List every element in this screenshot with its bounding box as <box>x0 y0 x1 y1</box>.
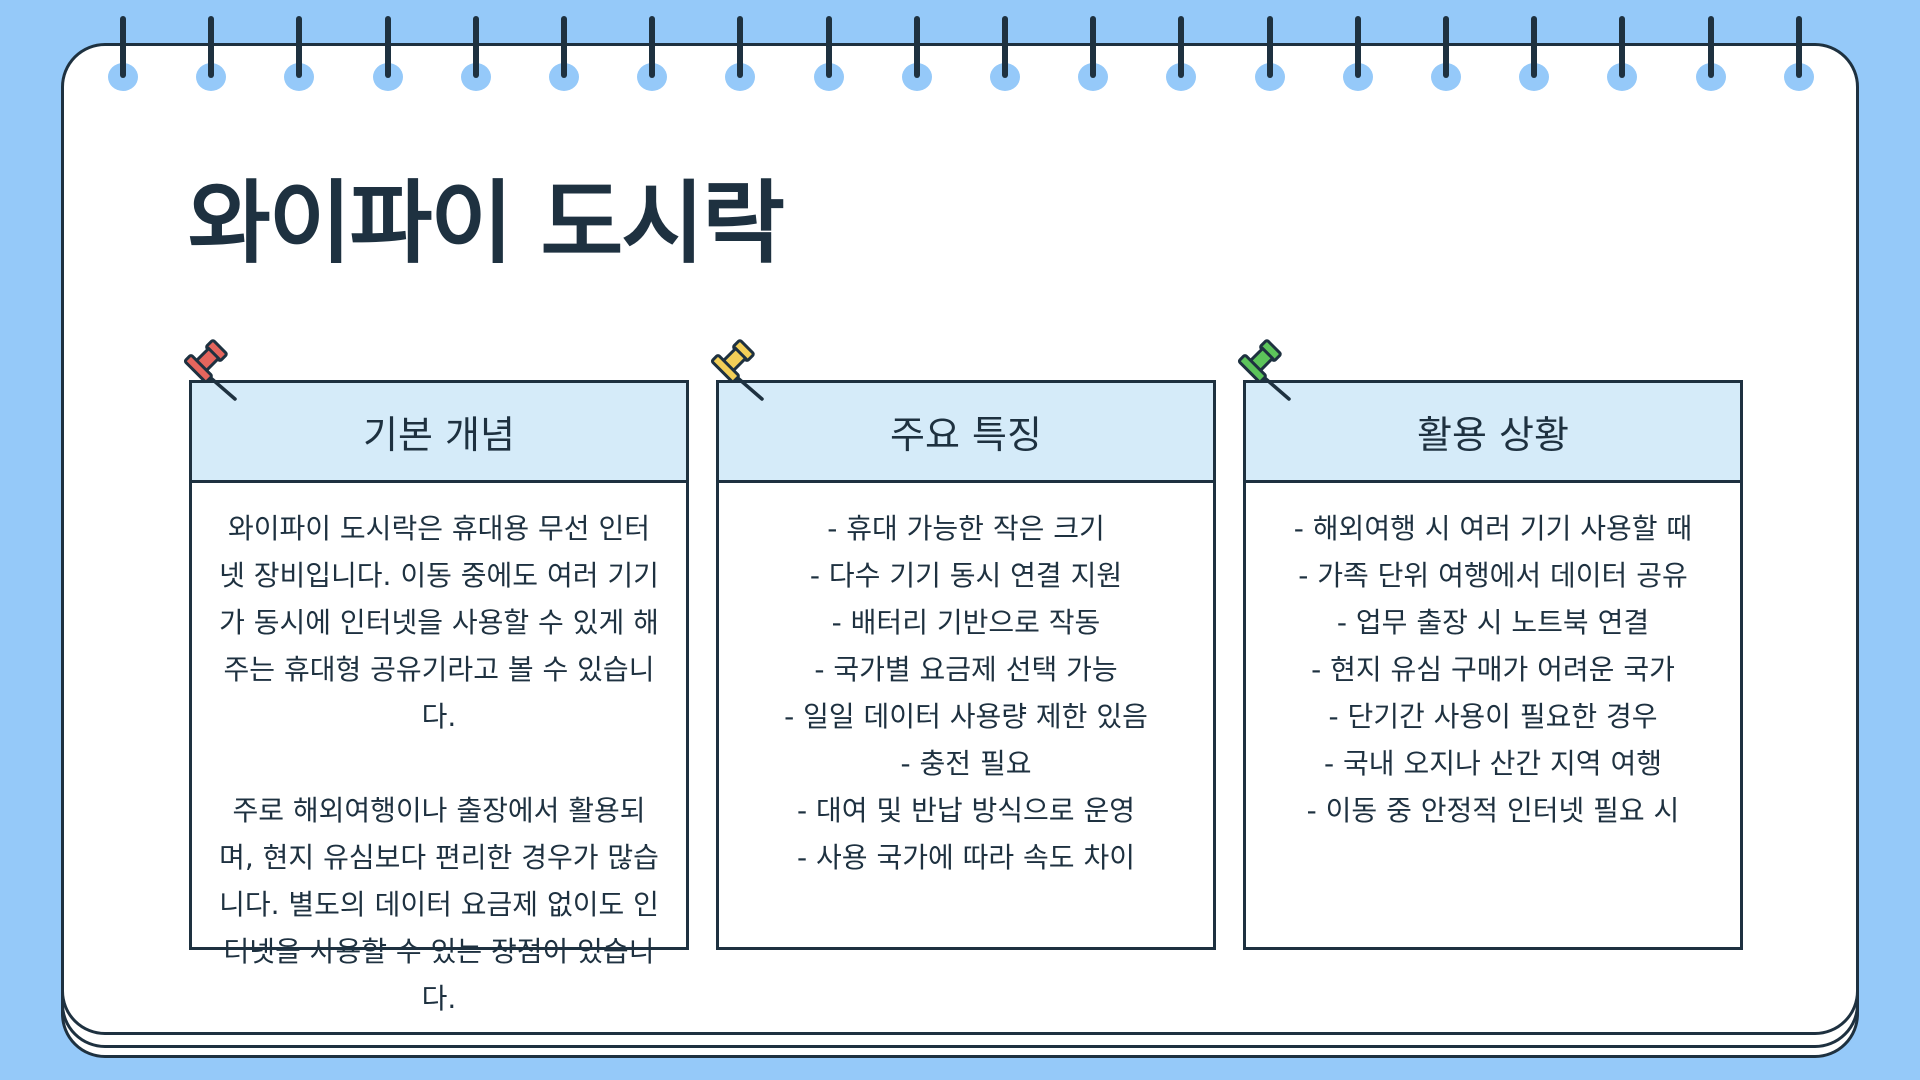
list-item: - 사용 국가에 따라 속도 차이 <box>797 841 1135 874</box>
pushpin-yellow-icon <box>710 339 764 401</box>
list-item: - 국가별 요금제 선택 가능 <box>814 653 1118 686</box>
list-item: - 현지 유심 구매가 어려운 국가 <box>1311 653 1675 686</box>
list-item: - 국내 오지나 산간 지역 여행 <box>1324 747 1662 780</box>
description-paragraph-1: 와이파이 도시락은 휴대용 무선 인터넷 장비입니다. 이동 중에도 여러 기기… <box>219 512 659 733</box>
spiral-ring <box>812 16 846 94</box>
list-item: - 해외여행 시 여러 기기 사용할 때 <box>1293 512 1693 545</box>
list-item: - 다수 기기 동시 연결 지원 <box>809 559 1123 592</box>
pushpin-red-icon <box>183 339 237 401</box>
spiral-ring <box>1341 16 1375 94</box>
spiral-ring <box>1782 16 1816 94</box>
card-heading: 주요 특징 <box>719 383 1213 483</box>
card-use-cases: 활용 상황 - 해외여행 시 여러 기기 사용할 때 - 가족 단위 여행에서 … <box>1243 380 1743 950</box>
spiral-ring <box>635 16 669 94</box>
card-heading: 활용 상황 <box>1246 383 1740 483</box>
spiral-ring <box>106 16 140 94</box>
spiral-ring <box>547 16 581 94</box>
spiral-ring <box>194 16 228 94</box>
list-item: - 업무 출장 시 노트북 연결 <box>1336 606 1650 639</box>
spiral-binding <box>0 0 1920 100</box>
list-item: - 배터리 기반으로 작동 <box>831 606 1101 639</box>
spiral-ring <box>900 16 934 94</box>
spiral-ring <box>988 16 1022 94</box>
card-description: 와이파이 도시락은 휴대용 무선 인터넷 장비입니다. 이동 중에도 여러 기기… <box>192 483 686 1022</box>
list-item: - 이동 중 안정적 인터넷 필요 시 <box>1306 794 1680 827</box>
page-title: 와이파이 도시락 <box>188 171 785 276</box>
spiral-ring <box>1429 16 1463 94</box>
spiral-ring <box>1517 16 1551 94</box>
spiral-ring <box>1076 16 1110 94</box>
spiral-ring <box>1694 16 1728 94</box>
pushpin-green-icon <box>1237 339 1291 401</box>
description-paragraph-2: 주로 해외여행이나 출장에서 활용되며, 현지 유심보다 편리한 경우가 많습니… <box>219 794 659 1015</box>
card-key-features: 주요 특징 - 휴대 가능한 작은 크기 - 다수 기기 동시 연결 지원 - … <box>716 380 1216 950</box>
feature-list: - 휴대 가능한 작은 크기 - 다수 기기 동시 연결 지원 - 배터리 기반… <box>719 483 1213 881</box>
list-item: - 가족 단위 여행에서 데이터 공유 <box>1298 559 1688 592</box>
list-item: - 충전 필요 <box>900 747 1032 780</box>
use-case-list: - 해외여행 시 여러 기기 사용할 때 - 가족 단위 여행에서 데이터 공유… <box>1246 483 1740 834</box>
list-item: - 대여 및 반납 방식으로 운영 <box>797 794 1135 827</box>
spiral-ring <box>1253 16 1287 94</box>
list-item: - 단기간 사용이 필요한 경우 <box>1328 700 1658 733</box>
spiral-ring <box>1164 16 1198 94</box>
spiral-ring <box>1605 16 1639 94</box>
spiral-ring <box>459 16 493 94</box>
list-item: - 휴대 가능한 작은 크기 <box>827 512 1105 545</box>
spiral-ring <box>371 16 405 94</box>
spiral-ring <box>282 16 316 94</box>
card-basic-concept: 기본 개념 와이파이 도시락은 휴대용 무선 인터넷 장비입니다. 이동 중에도… <box>189 380 689 1015</box>
spiral-ring <box>723 16 757 94</box>
list-item: - 일일 데이터 사용량 제한 있음 <box>784 700 1148 733</box>
card-heading: 기본 개념 <box>192 383 686 483</box>
